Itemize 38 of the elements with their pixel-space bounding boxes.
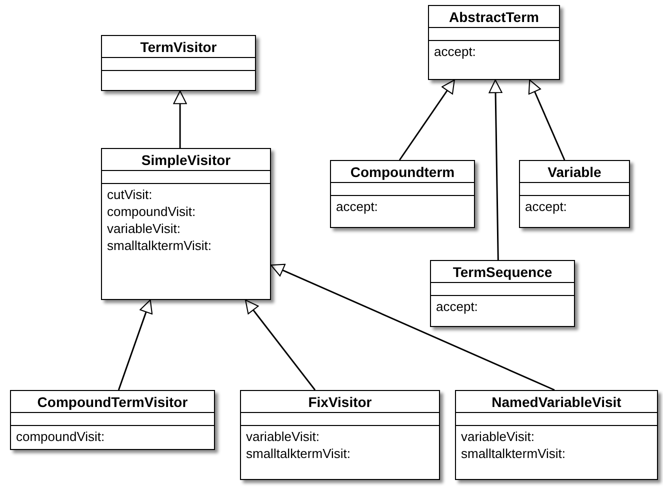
generalization-arrow — [118, 299, 153, 390]
method-name: smalltalktermVisit: — [246, 445, 351, 462]
generalization-arrow — [270, 264, 555, 391]
method-name: compoundVisit: — [107, 203, 196, 220]
class-box — [10, 390, 215, 450]
method-name: accept: — [525, 198, 567, 215]
class-box — [455, 390, 658, 480]
class-box — [430, 260, 575, 327]
generalization-arrow — [488, 79, 502, 260]
generalization-arrow — [173, 90, 187, 148]
class-name: Compoundterm — [350, 164, 455, 178]
class-name: TermVisitor — [140, 40, 217, 54]
class-box — [428, 5, 560, 80]
method-name: accept: — [336, 198, 378, 215]
class-name: TermSequence — [452, 264, 552, 278]
generalization-arrow — [244, 299, 316, 390]
method-name: variableVisit: — [246, 428, 320, 445]
class-box — [330, 160, 475, 228]
method-name: variableVisit: — [107, 220, 180, 237]
method-name: variableVisit: — [461, 428, 534, 445]
class-name: NamedVariableVisit — [492, 394, 622, 408]
method-name: cutVisit: — [107, 186, 152, 203]
class-box — [519, 160, 630, 228]
method-name: compoundVisit: — [16, 428, 105, 445]
method-name: accept: — [434, 43, 476, 60]
class-box — [101, 148, 271, 300]
class-name: AbstractTerm — [449, 10, 539, 24]
method-name: smalltalktermVisit: — [461, 445, 566, 462]
method-name: accept: — [436, 298, 478, 315]
class-name: SimpleVisitor — [141, 152, 231, 166]
class-box — [101, 35, 256, 91]
method-name: smalltalktermVisit: — [107, 237, 212, 254]
class-box — [240, 390, 440, 480]
class-name: FixVisitor — [308, 394, 372, 408]
class-name: Variable — [548, 164, 602, 178]
generalization-arrow — [528, 79, 566, 160]
generalization-arrow — [398, 79, 456, 160]
class-name: CompoundTermVisitor — [37, 394, 188, 408]
